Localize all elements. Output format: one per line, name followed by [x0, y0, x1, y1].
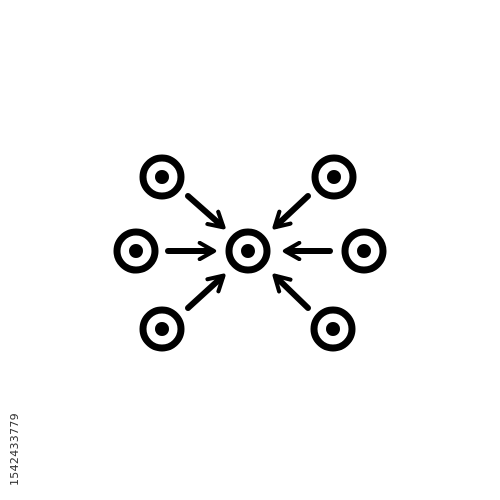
node-icon-left — [113, 228, 159, 274]
node-icon-top-left — [139, 154, 185, 200]
node-icon-right — [341, 228, 387, 274]
arrow-in-from-bottom-right — [272, 273, 311, 311]
node-icon-bottom-left — [139, 306, 185, 352]
node-icon-top-right — [311, 154, 357, 200]
hub-node-icon — [225, 228, 271, 274]
stock-id-text: 1542433779 — [8, 413, 20, 486]
arrow-in-from-bottom-left — [185, 273, 226, 311]
arrow-in-from-top-left — [185, 193, 226, 230]
node-icon-bottom-right — [310, 306, 356, 352]
stock-id-caption: 1542433779 — [0, 310, 20, 500]
arrow-in-from-top-right — [272, 193, 311, 230]
